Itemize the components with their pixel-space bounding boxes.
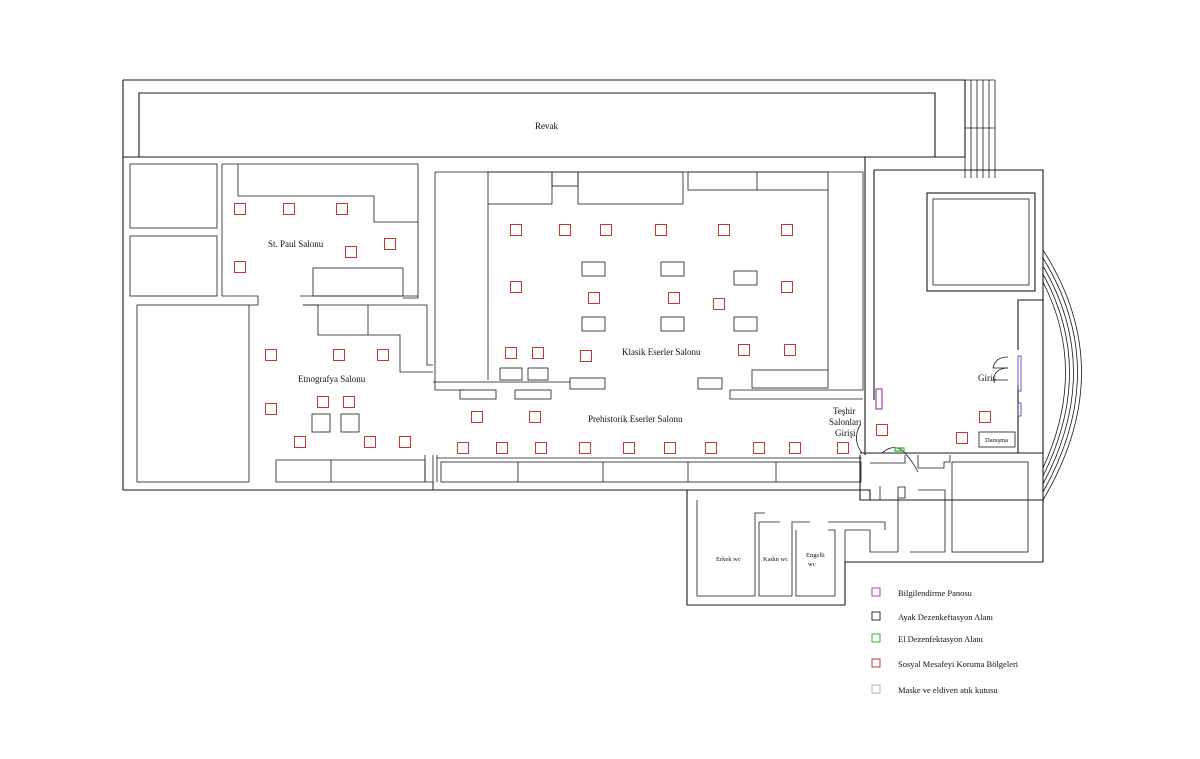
social-distance-marker [471,411,483,423]
social-distance-marker [535,442,547,454]
social-distance-marker [655,224,667,236]
legend: Bilgilendirme Panosu Ayak Dezenkeftasyon… [871,587,1019,695]
social-distance-marker [718,224,730,236]
social-distance-marker [579,442,591,454]
label-kadin-wc: Kadın wc [763,556,788,563]
walls [122,79,1082,606]
label-prehistorik: Prehistorik Eserler Salonu [588,414,683,424]
social-distance-marker [510,224,522,236]
legend-swatch-social-distance [871,658,881,668]
social-distance-marker [781,281,793,293]
hand-disinfection-marker [894,447,905,452]
legend-label-foot-disinfection: Ayak Dezenkeftasyon Alanı [898,612,994,622]
social-distance-marker [529,411,541,423]
label-engelli-2: wc [808,561,816,568]
social-distance-marker [364,436,376,448]
hand-disinfection-markers [894,447,905,452]
social-distance-marker [317,396,329,408]
social-distance-marker [283,203,295,215]
label-st-paul: St. Paul Salonu [268,239,324,249]
legend-swatch-waste-box [871,684,881,694]
social-distance-marker [876,424,888,436]
label-danisma: Danışma [985,437,1008,444]
social-distance-marker [457,442,469,454]
info-board-markers [875,388,883,410]
legend-swatch-info-board [871,587,881,597]
social-distance-marker [784,344,796,356]
social-distance-marker [781,224,793,236]
social-distance-marker [705,442,717,454]
label-klasik: Klasik Eserler Salonu [622,347,701,357]
social-distance-marker [384,238,396,250]
social-distance-marker [559,224,571,236]
social-distance-marker [265,349,277,361]
social-distance-marker [336,203,348,215]
social-distance-marker [234,203,246,215]
social-distance-markers [234,203,991,454]
social-distance-marker [505,347,517,359]
danisma-desk [978,431,1016,448]
social-distance-marker [588,292,600,304]
label-teshir-3: Girişi [835,428,856,438]
social-distance-marker [510,281,522,293]
social-distance-marker [532,347,544,359]
label-teshir-2: Salonları [829,417,862,427]
legend-label-social-distance: Sosyal Mesafeyi Koruma Bölgeleri [898,659,1019,669]
label-erkek-wc: Erkek wc [716,556,741,563]
social-distance-marker [789,442,801,454]
social-distance-marker [600,224,612,236]
social-distance-marker [377,349,389,361]
social-distance-marker [623,442,635,454]
social-distance-marker [738,344,750,356]
legend-swatch-hand-disinfection [871,633,881,643]
room-labels: Revak St. Paul Salonu Etnografya Salonu … [268,121,1016,568]
social-distance-marker [343,396,355,408]
social-distance-marker [265,403,277,415]
label-revak: Revak [535,121,558,131]
info-board-marker [875,388,883,410]
social-distance-marker [837,442,849,454]
social-distance-marker [979,411,991,423]
legend-label-info-board: Bilgilendirme Panosu [898,588,973,598]
social-distance-marker [345,246,357,258]
social-distance-marker [234,261,246,273]
label-etnografya: Etnografya Salonu [298,374,366,384]
social-distance-marker [294,436,306,448]
social-distance-marker [956,432,968,444]
label-engelli-1: Engelli [806,552,825,559]
label-teshir-1: Teşhir [833,406,855,416]
social-distance-marker [333,349,345,361]
social-distance-marker [399,436,411,448]
social-distance-marker [713,298,725,310]
social-distance-marker [753,442,765,454]
legend-swatch-foot-disinfection [871,611,881,621]
social-distance-marker [496,442,508,454]
legend-label-waste-box: Maske ve eldiven atık kutusu [898,685,998,695]
social-distance-marker [664,442,676,454]
label-giris: Giriş [978,373,996,383]
legend-label-hand-disinfection: El Dezenfektasyon Alanı [898,634,984,644]
social-distance-marker [580,350,592,362]
social-distance-marker [668,292,680,304]
